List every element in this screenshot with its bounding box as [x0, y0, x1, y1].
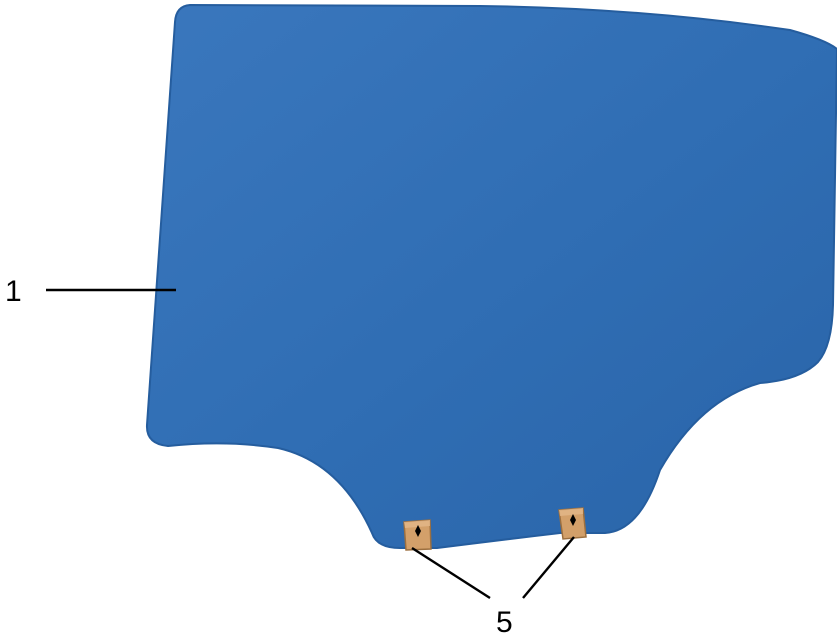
leader-line-5-left — [411, 546, 491, 600]
leader-line-5-right — [522, 536, 575, 599]
callout-label-1: 1 — [5, 275, 22, 308]
window-glass-panel — [145, 3, 837, 549]
clip-hole-left — [415, 525, 421, 537]
callout-label-5: 5 — [496, 606, 513, 637]
mounting-clip-right — [558, 507, 587, 540]
mounting-clip-left — [403, 519, 432, 551]
clip-hole-right — [570, 514, 576, 526]
